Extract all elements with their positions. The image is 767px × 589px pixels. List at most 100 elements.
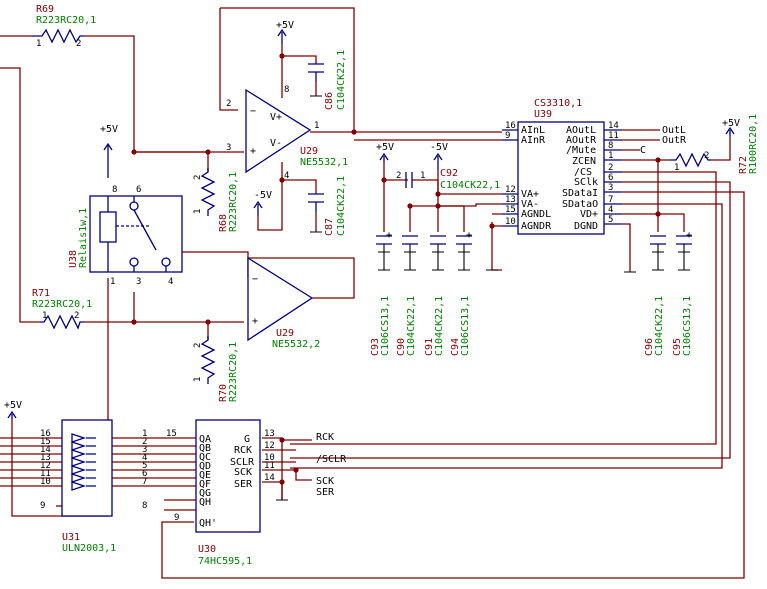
resistor-r70[interactable]: R70 R223RC20,1 2 1 [193, 336, 239, 402]
relay-u38[interactable]: 8 6 1 3 4 U38 Relais1w,1 [68, 185, 183, 287]
resistor-r68[interactable]: R68 R223RC20,1 2 1 [193, 168, 239, 232]
c92-value: C104CK22,1 [440, 180, 500, 191]
svg-text:QA: QA [199, 434, 211, 445]
opamp-u29b[interactable]: − + U29 NE5532,2 [247, 256, 320, 350]
svg-text:AOutR: AOutR [566, 135, 597, 146]
svg-text:10: 10 [40, 477, 51, 487]
r71-value: R223RC20,1 [32, 299, 92, 310]
svg-text:RCK: RCK [234, 445, 252, 456]
c93-ref: C93 [370, 338, 381, 356]
u38-pin3: 3 [136, 277, 141, 287]
svg-text:4: 4 [608, 205, 613, 215]
svg-text:SDataI: SDataI [562, 188, 598, 199]
c92-pin1: 1 [420, 171, 425, 181]
svg-text:VD+: VD+ [580, 209, 598, 220]
resistor-r69[interactable]: R69 R223RC20,1 1 2 [32, 4, 96, 49]
capacitor-c95[interactable]: + C95 C106CS13,1 [672, 230, 693, 356]
svg-text:QD: QD [199, 461, 211, 472]
u39-net-labels: OutL OutR C [640, 125, 687, 156]
svg-text:8: 8 [284, 85, 289, 95]
relay-vplus-label: +5V [100, 124, 118, 135]
svg-text:13: 13 [505, 195, 516, 205]
r72-pin2: 2 [704, 151, 709, 161]
svg-text:3: 3 [142, 445, 147, 455]
c86-value: C104CK22,1 [336, 50, 347, 110]
net-rck: RCK [316, 432, 334, 443]
c96-value: C104CK22,1 [654, 296, 665, 356]
r69-ref: R69 [36, 4, 54, 15]
c96-ref: C96 [644, 338, 655, 356]
capacitor-c92[interactable]: 2 1 C92 C104CK22,1 [396, 168, 500, 191]
r69-pin1: 1 [36, 39, 41, 49]
svg-text:+: + [466, 230, 472, 241]
svg-text:+: + [386, 230, 392, 241]
u30-value: 74HC595,1 [198, 556, 252, 567]
u30-ref: U30 [198, 544, 216, 555]
u29b-ref: U29 [276, 328, 294, 339]
c92-pin2: 2 [396, 171, 401, 181]
capacitor-c94[interactable]: + C94 C106CS13,1 [450, 230, 472, 356]
u38-pin6: 6 [136, 185, 141, 195]
ic-u39[interactable]: CS3310,1 U39 16 AInL 9 AInR 12 VA+ 13 VA… [502, 98, 622, 235]
svg-text:6: 6 [142, 469, 147, 479]
svg-text:QG: QG [199, 488, 211, 499]
svg-text:2: 2 [608, 163, 613, 173]
u38-pin4: 4 [168, 277, 173, 287]
c90-value: C104CK22,1 [406, 296, 417, 356]
opamp-u29a[interactable]: 2 3 1 8 4 − + V+ V- U29 NE5532,1 [226, 85, 348, 181]
svg-text:SDataO: SDataO [562, 199, 598, 210]
u29a-value: NE5532,1 [300, 157, 348, 168]
svg-text:QC: QC [199, 452, 211, 463]
svg-text:10: 10 [264, 453, 275, 463]
capacitor-c87[interactable]: C87 C104CK22,1 [308, 176, 347, 236]
svg-text:1: 1 [142, 429, 147, 439]
wires [0, 7, 745, 579]
svg-text:SCLR: SCLR [230, 457, 255, 468]
r72-value: R100RC20,1 [748, 114, 759, 174]
u29a-vplus: V+ [270, 112, 282, 123]
net-outl: OutL [662, 125, 686, 136]
resistor-r72[interactable]: R72 R100RC20,1 1 2 [670, 114, 759, 174]
r70-ref: R70 [218, 384, 229, 402]
svg-text:QB: QB [199, 443, 211, 454]
u31-value: ULN2003,1 [62, 543, 116, 554]
svg-text:9: 9 [174, 513, 179, 523]
u38-value: Relais1w,1 [78, 208, 89, 268]
svg-text:4: 4 [142, 453, 147, 463]
svg-text:VA-: VA- [521, 199, 539, 210]
u29-vminus-label: -5V [254, 190, 272, 201]
u31-ref: U31 [62, 532, 80, 543]
capacitor-c93[interactable]: + C93 C106CS13,1 [370, 230, 392, 356]
capacitor-c90[interactable]: C90 C104CK22,1 [396, 235, 418, 356]
svg-text:11: 11 [40, 469, 51, 479]
u31-vplus-label: +5V [4, 400, 22, 411]
u39-va-plus-label: +5V [376, 142, 394, 153]
c95-value: C106CS13,1 [682, 296, 693, 356]
svg-text:+: + [250, 146, 256, 157]
r72-vplus-label: +5V [722, 118, 740, 129]
svg-text:1: 1 [314, 121, 319, 131]
capacitor-c96[interactable]: C96 C104CK22,1 [644, 235, 666, 356]
r68-pin2: 2 [193, 175, 203, 180]
u38-ref: U38 [68, 250, 79, 268]
svg-text:1: 1 [608, 151, 613, 161]
ic-u30[interactable]: 15 QA QB QC QD QE QF QG QH QH' 9 G 13 RC… [166, 419, 275, 567]
r70-value: R223RC20,1 [228, 342, 239, 402]
u29b-value: NE5532,2 [272, 339, 320, 350]
svg-text:11: 11 [608, 131, 619, 141]
capacitor-c86[interactable]: C86 C104CK22,1 [308, 50, 347, 110]
u39-va-minus-label: -5V [430, 142, 448, 153]
r70-pin2: 2 [193, 343, 203, 348]
capacitor-c91[interactable]: C91 C104CK22,1 [424, 235, 446, 356]
c95-ref: C95 [672, 338, 683, 356]
u29-vplus-label: +5V [276, 20, 294, 31]
svg-text:4: 4 [284, 171, 289, 181]
resistor-r71[interactable]: R71 R223RC20,1 1 2 [32, 288, 92, 330]
r71-pin1: 1 [42, 311, 47, 321]
u38-pin1: 1 [110, 277, 115, 287]
net-outr: OutR [662, 135, 687, 146]
ic-u31[interactable]: 16 15 14 13 12 11 10 9 1 2 3 4 5 6 7 8 U… [40, 419, 147, 554]
svg-text:AInR: AInR [521, 135, 546, 146]
c90-ref: C90 [396, 338, 407, 356]
